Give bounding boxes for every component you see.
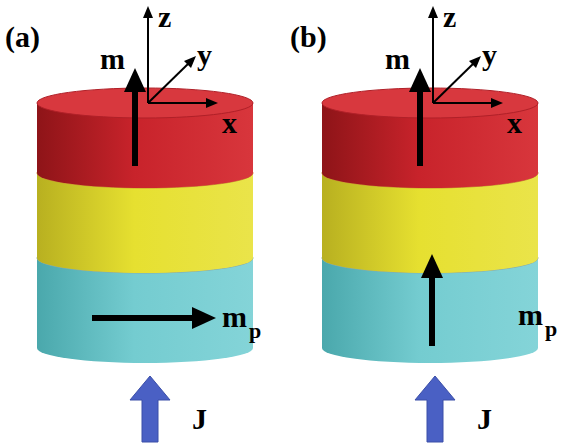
subscript-label: p [545, 318, 557, 340]
polarizer-arrow [421, 254, 443, 346]
axis-label: y [482, 40, 497, 70]
axis-label: z [443, 2, 456, 32]
axis-label: x [222, 108, 237, 138]
current-arrow [415, 376, 455, 442]
vector-label: m [518, 300, 543, 330]
vector-label: J [192, 404, 207, 434]
current-arrow [130, 376, 170, 442]
cylinder-stack [322, 88, 538, 363]
panel-label: (b) [290, 22, 327, 52]
vector-label: J [477, 404, 492, 434]
cylinder-stack [37, 88, 253, 363]
axis-label: y [197, 40, 212, 70]
coordinate-axes [428, 6, 503, 108]
axis-label: z [158, 2, 171, 32]
vector-label: m [222, 302, 247, 332]
coordinate-axes [143, 6, 218, 108]
magnetization-arrow [124, 68, 146, 166]
axis-label: x [507, 108, 522, 138]
panel-label: (a) [5, 22, 40, 52]
subscript-label: p [249, 320, 261, 342]
vector-label: m [385, 44, 410, 74]
magnetization-arrow [409, 68, 431, 166]
vector-label: m [100, 44, 125, 74]
polarizer-arrow [92, 307, 216, 329]
